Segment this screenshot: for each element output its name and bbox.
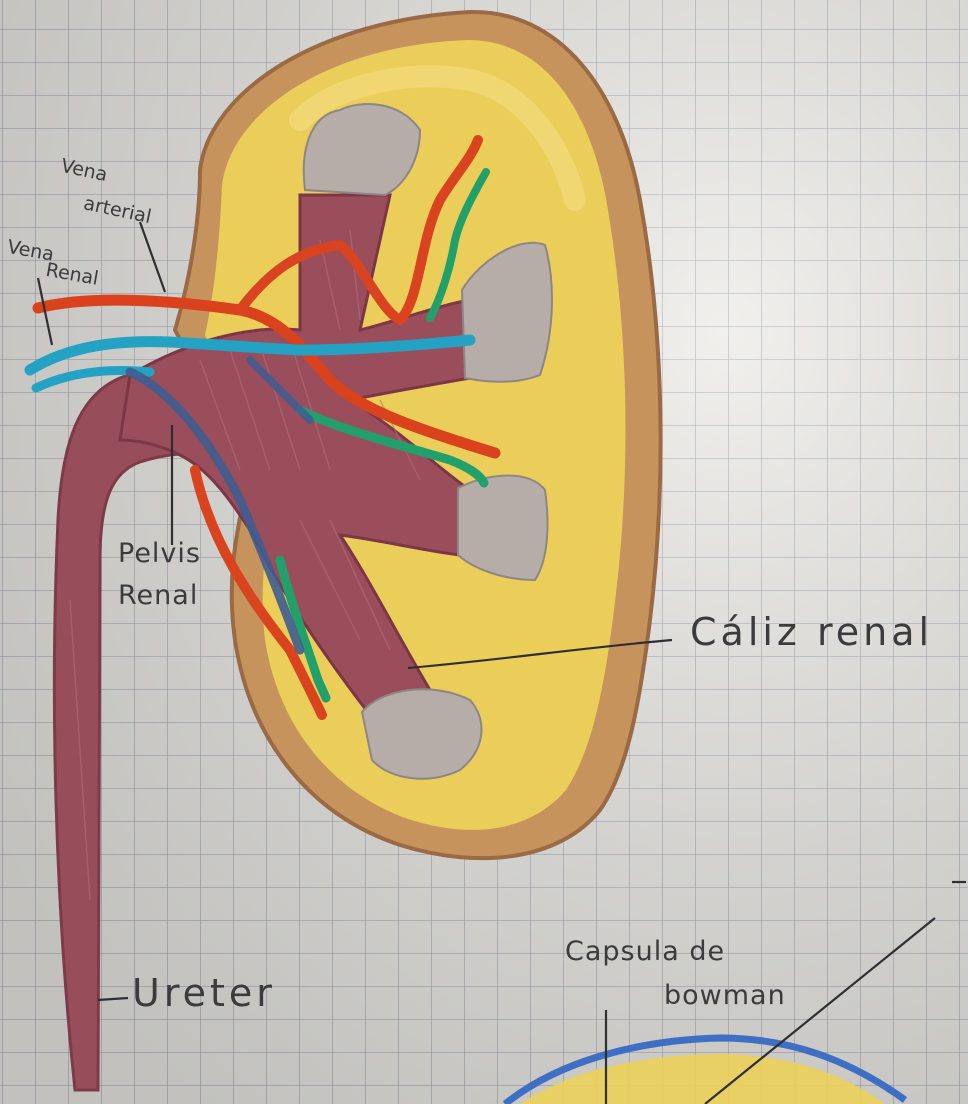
label-capsula-bowman-line1: Capsula de xyxy=(565,936,725,967)
calyx-cup-top xyxy=(304,104,420,195)
label-ureter: Ureter xyxy=(132,971,276,1015)
calyx-cup-bottom xyxy=(362,689,481,779)
calyx-cup-middle-right xyxy=(458,476,548,581)
label-pelvis-renal-line1: Pelvis xyxy=(118,538,201,569)
label-pelvis-renal-line2: Renal xyxy=(118,580,198,611)
label-caliz-renal: Cáliz renal xyxy=(690,610,933,654)
label-capsula-bowman-line2: bowman xyxy=(664,980,786,1011)
